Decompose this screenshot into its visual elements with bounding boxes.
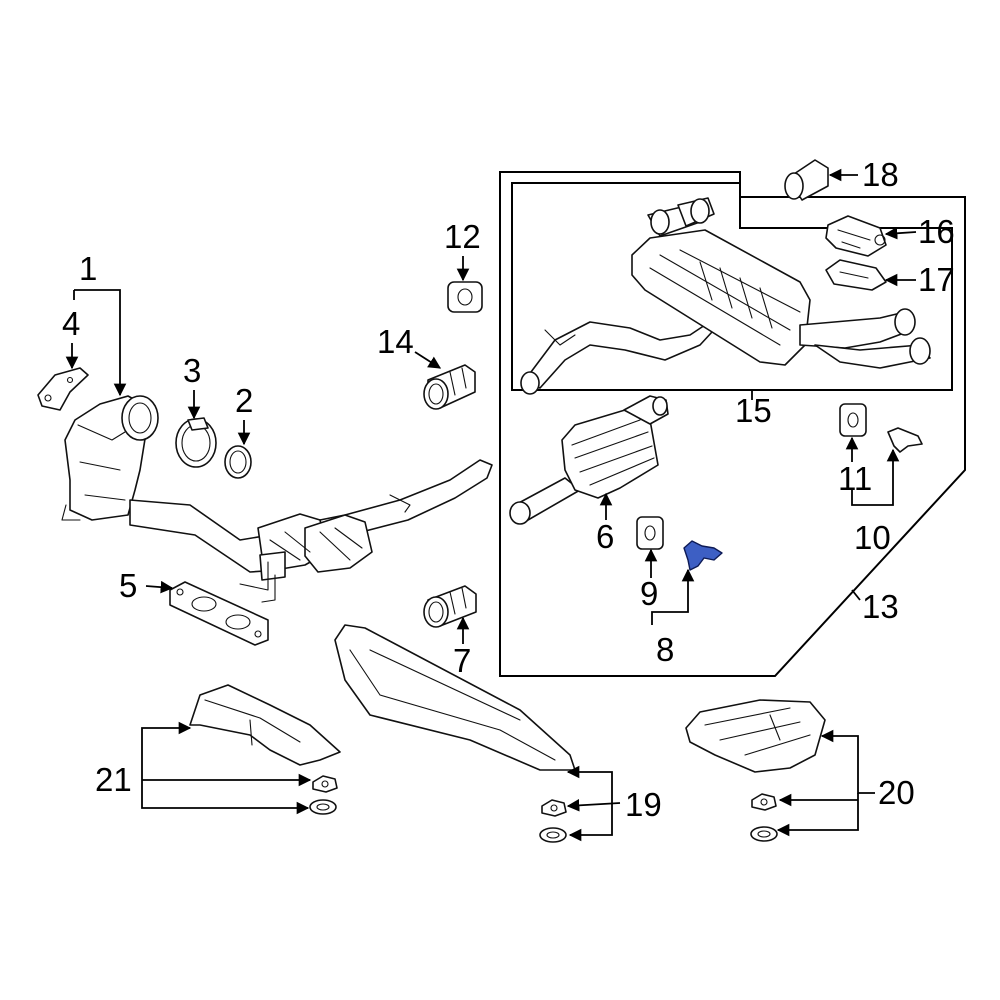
pipe-connector-part-14	[423, 364, 476, 410]
pipe-connector-part-7	[423, 585, 477, 628]
heat-shield-part-21	[189, 684, 341, 766]
callout-9[interactable]: 9	[640, 575, 658, 612]
callout-10[interactable]: 10	[854, 519, 891, 556]
exhaust-tip-part-18	[784, 159, 829, 201]
washer-19	[539, 827, 567, 843]
callout-8[interactable]: 8	[656, 631, 674, 668]
callout-2[interactable]: 2	[235, 382, 253, 419]
callout-13[interactable]: 13	[862, 588, 899, 625]
rubber-insulator-part-11	[839, 403, 867, 437]
bracket-part-8-highlighted[interactable]	[683, 540, 723, 571]
nut-20	[751, 793, 777, 811]
callout-6[interactable]: 6	[596, 518, 614, 555]
leader-lines	[65, 168, 917, 842]
callout-3[interactable]: 3	[183, 352, 201, 389]
rubber-mount-part-12	[447, 281, 483, 313]
valve-actuator-part-16	[825, 215, 887, 257]
callout-16[interactable]: 16	[918, 213, 955, 250]
callout-5[interactable]: 5	[119, 567, 137, 604]
assembly-13-frame	[499, 171, 966, 677]
callout-labels: 1 2 3 4 5 6 7 8 9 10 11 12 13 14 15 16 1…	[62, 156, 955, 823]
callout-20[interactable]: 20	[878, 774, 915, 811]
callout-19[interactable]: 19	[625, 786, 662, 823]
callout-4[interactable]: 4	[62, 305, 80, 342]
callout-1[interactable]: 1	[79, 250, 97, 287]
gasket-part-2	[224, 445, 252, 479]
bracket-part-10	[887, 427, 923, 453]
catalytic-converter-part-1	[61, 395, 493, 603]
clamp-part-3	[175, 417, 217, 468]
assembly-15-frame	[511, 182, 953, 391]
rear-muffler-part-15	[520, 197, 931, 395]
callout-12[interactable]: 12	[444, 218, 481, 255]
callout-11[interactable]: 11	[838, 460, 872, 497]
bracket-part-17	[825, 259, 887, 291]
callout-7[interactable]: 7	[453, 642, 471, 679]
callout-17[interactable]: 17	[918, 261, 955, 298]
center-muffler-part-6	[509, 395, 669, 525]
callout-21[interactable]: 21	[95, 761, 132, 798]
heat-shield-part-4	[37, 367, 89, 411]
heat-shield-part-20	[685, 699, 826, 773]
callout-14[interactable]: 14	[377, 323, 414, 360]
rubber-insulator-part-9	[636, 516, 664, 550]
callout-18[interactable]: 18	[862, 156, 899, 193]
heat-shield-part-19	[334, 624, 576, 771]
nut-21	[312, 775, 338, 793]
washer-20	[750, 826, 778, 842]
nut-19	[541, 799, 567, 817]
washer-21	[309, 799, 337, 815]
callout-15[interactable]: 15	[735, 392, 772, 429]
flange-gasket-part-5	[169, 581, 269, 646]
